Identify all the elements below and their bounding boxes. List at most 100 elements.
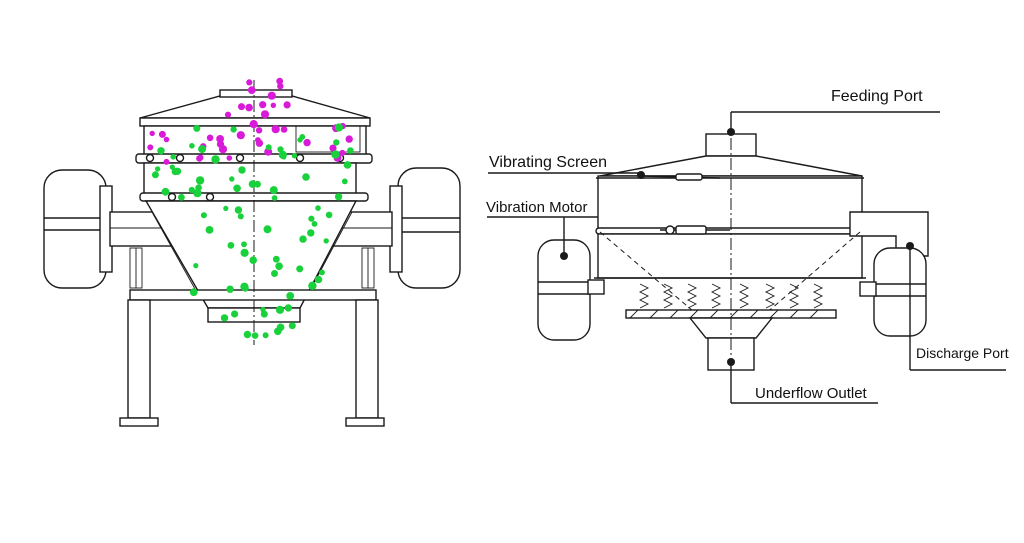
fine-particle [331,150,340,159]
fine-particle [315,205,321,211]
fine-particle [263,225,272,234]
fine-particle [299,235,307,243]
fine-particle [170,154,176,160]
fine-particle [241,284,249,292]
coarse-particle [245,103,253,112]
clamp-bolts [145,153,345,202]
fine-particle [229,176,235,182]
fine-particle [237,213,244,220]
fine-particle [254,180,261,188]
fine-particle [302,173,310,181]
fine-particle [260,310,268,318]
fine-particle [231,310,239,318]
fine-particle [307,229,315,237]
fine-particle [178,193,185,201]
coarse-particle [236,131,245,140]
coarse-particle [270,102,276,109]
fine-particle [171,168,179,176]
coarse-particle [276,77,284,85]
fine-particle [274,327,282,336]
fine-particle [188,186,195,194]
coarse-particle [345,135,353,143]
fine-particle [323,238,329,244]
fine-particle [272,255,280,263]
coarse-particle [303,138,311,147]
fine-particle [238,166,246,174]
coarse-particle [149,130,155,137]
fine-particle [233,184,241,193]
fine-particle [271,195,278,201]
coarse-particle [283,101,291,109]
left-motor [43,169,113,289]
fine-particle [249,256,257,265]
coarse-particle [255,139,264,147]
fine-particle [343,161,352,169]
coarse-particle [206,134,214,142]
coarse-particle [329,144,337,152]
fine-particle [296,265,304,273]
fine-particle [291,153,298,159]
fine-particle [284,304,292,312]
coarse-particles [147,77,353,165]
support-springs [638,283,824,309]
feeding-port-label: Feeding Port [831,88,923,105]
fine-particle [299,134,306,140]
fine-particle [269,186,278,195]
fine-particle [195,176,205,185]
fine-particle [240,248,249,257]
fine-particle [154,166,161,172]
coarse-particle [259,101,267,109]
fine-particle [334,123,344,132]
coarse-particle [197,154,204,161]
coarse-particle [163,136,170,143]
coarse-particle [280,126,288,133]
coarse-particle [226,155,233,161]
fine-particle [248,180,257,188]
vibration-motor-label: Vibration Motor [486,199,587,216]
vibrating-screen-label: Vibrating Screen [489,154,607,171]
fine-particle [341,178,348,185]
fine-particle [308,215,315,222]
fine-particle [157,147,165,155]
fine-particle [262,332,269,339]
fine-particle [151,171,159,179]
fine-particle [193,124,201,132]
fine-particle [325,211,333,219]
fine-particle [278,150,287,159]
fine-particle [198,145,207,154]
fine-particle [205,226,214,234]
fine-particles [151,123,354,339]
coarse-particle [247,86,256,94]
fine-particle [189,143,195,149]
coarse-particle [158,130,166,138]
fine-particle [319,269,325,276]
fine-particle [314,275,323,284]
fine-particle [333,139,340,146]
fine-particle [288,322,296,330]
fine-particle [275,262,283,271]
underflow-outlet-label: Underflow Outlet [755,385,868,402]
discharge-port-label: Discharge Port [916,345,1009,361]
coarse-particle [224,111,232,118]
fine-particle [334,193,343,201]
leader-lines [487,111,1006,404]
fine-particle [200,212,207,219]
fine-particle [286,292,295,300]
fine-particle [265,144,272,151]
fine-particle [347,147,354,154]
coarse-particle [216,135,225,143]
fine-particle [251,332,259,339]
coarse-particle [271,125,280,134]
fine-particle [243,330,252,339]
fine-particle [308,281,317,290]
fine-particle [241,241,247,248]
right-sieve-drawing [537,118,929,378]
coarse-particle [267,91,276,100]
fine-particle [311,221,318,227]
right-drawing-right-motor [859,247,927,337]
fine-particle [271,270,278,277]
fine-particle [161,187,170,196]
coarse-particle [339,149,346,156]
coarse-particle [255,127,263,134]
